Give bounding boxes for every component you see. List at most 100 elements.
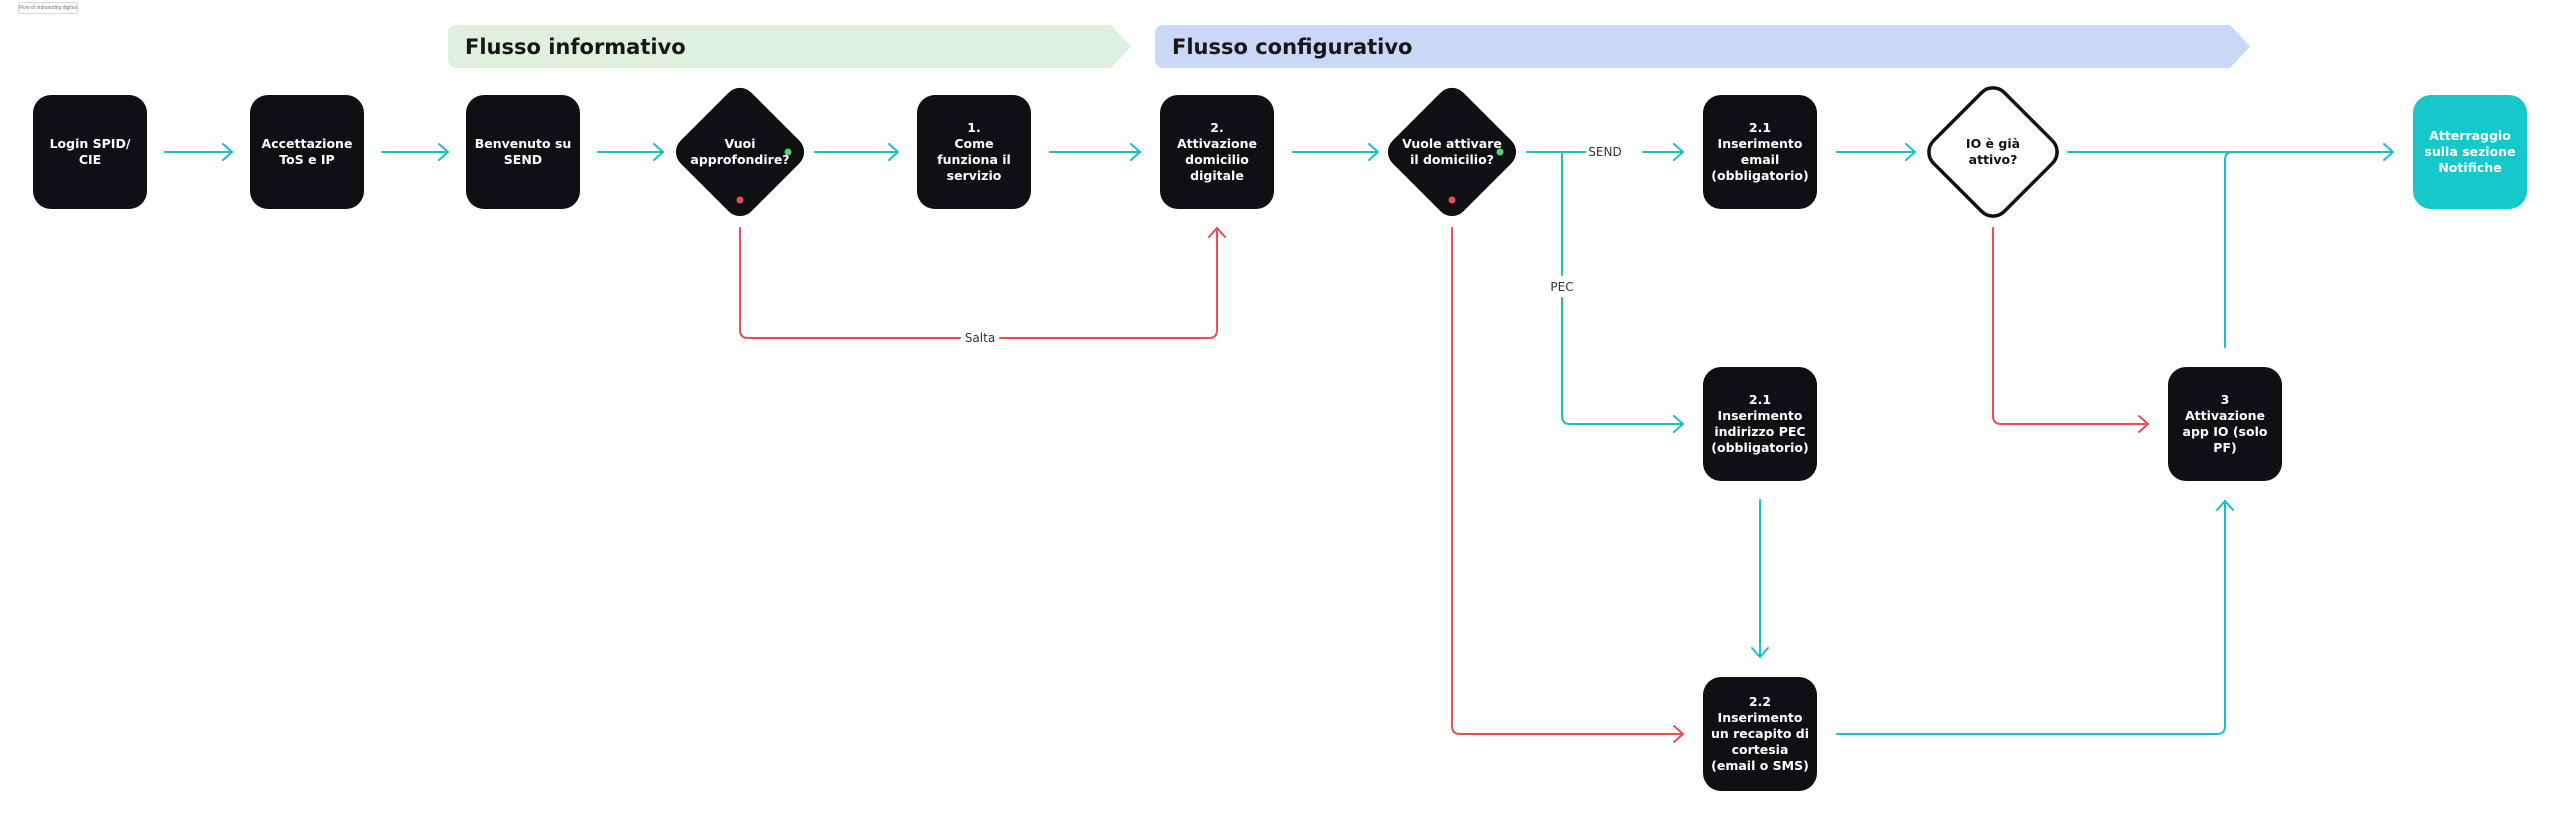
arrowhead	[2216, 500, 2234, 511]
node-label-line: Inserimento	[1718, 136, 1803, 151]
node-label-line: Inserimento	[1718, 710, 1803, 725]
node-label-line: 2.2	[1749, 694, 1771, 709]
node-label-line: email	[1741, 152, 1780, 167]
edge-io-no	[1992, 227, 2149, 425]
node-label-line: Inserimento	[1718, 408, 1803, 423]
node-shape	[1703, 95, 1817, 209]
arrowhead	[2138, 415, 2149, 433]
node-label: Login SPID/CIE	[50, 136, 131, 167]
node-label-line: (email o SMS)	[1711, 758, 1809, 773]
edge-skip	[739, 227, 1218, 339]
banner-config-title: Flusso configurativo	[1172, 34, 1413, 59]
node-label-line: domicilio	[1185, 152, 1249, 167]
arrowhead	[438, 143, 449, 161]
node-label-line: 2.1	[1749, 392, 1771, 407]
arrowhead	[1673, 725, 1684, 743]
node-label-line: SEND	[504, 152, 542, 167]
arrowhead	[653, 143, 664, 161]
edges-layer	[164, 143, 2394, 743]
node-shape	[1387, 87, 1517, 217]
node-label-line: 1.	[967, 120, 980, 135]
node-shape	[1703, 677, 1817, 791]
node-label-line: Vuole attivare	[1402, 136, 1502, 151]
node-shape	[2168, 367, 2282, 481]
node-label-line: 2.1	[1749, 120, 1771, 135]
arrowhead	[1673, 415, 1684, 433]
node-label-line: attivo?	[1969, 152, 2018, 167]
edge-courtesy-app	[1836, 500, 2226, 735]
node-label-line: IO è già	[1966, 136, 2020, 151]
edge-pec	[1561, 151, 1684, 425]
node-label-line: funziona il	[937, 152, 1011, 167]
node-label-line: Attivazione	[1177, 136, 1257, 151]
node-label-line: approfondire?	[690, 152, 789, 167]
arrowhead	[1368, 143, 1379, 161]
node-label-line: digitale	[1190, 168, 1244, 183]
node-label-line: PF)	[2213, 440, 2236, 455]
node-label-line: Atterraggio	[2429, 128, 2511, 143]
corner-tag: Flow di onboarding digitale	[18, 2, 78, 14]
node-label-line: un recapito di	[1711, 726, 1809, 741]
node-label-line: sulla sezione	[2424, 144, 2515, 159]
node-shape	[466, 95, 580, 209]
no-dot	[1448, 196, 1456, 204]
node-shape	[1160, 95, 1274, 209]
node-label-line: Notifiche	[2438, 160, 2501, 175]
node-label-line: Login SPID/	[50, 136, 131, 151]
node-label-line: (obbligatorio)	[1711, 440, 1808, 455]
node-label-line: Vuoi	[725, 136, 756, 151]
node-label-line: indirizzo PEC	[1714, 424, 1805, 439]
edge-app-landing	[2224, 151, 2234, 348]
arrowhead	[888, 143, 899, 161]
node-login: Login SPID/CIE	[33, 95, 147, 209]
node-label-line: (obbligatorio)	[1711, 168, 1808, 183]
node-label-line: 3	[2221, 392, 2230, 407]
banner-flusso-informativo: Flusso informativo	[448, 25, 1131, 68]
node-label-line: CIE	[79, 152, 101, 167]
node-shape	[675, 87, 805, 217]
yes-dot	[784, 148, 792, 156]
edge-label-send: SEND	[1588, 145, 1621, 159]
yes-dot	[1496, 148, 1504, 156]
banner-info-title: Flusso informativo	[465, 34, 686, 59]
node-label-line: 2.	[1210, 120, 1223, 135]
node-shape	[917, 95, 1031, 209]
node-shape	[1703, 367, 1817, 481]
node-label-line: Accettazione	[262, 136, 353, 151]
arrowhead	[2383, 143, 2394, 161]
no-dot	[736, 196, 744, 204]
arrowhead	[1130, 143, 1141, 161]
edge-want-no	[1451, 227, 1684, 735]
node-shape	[250, 95, 364, 209]
node-label-line: Come	[954, 136, 993, 151]
node-label-line: app IO (solo	[2183, 424, 2268, 439]
edge-label-pec: PEC	[1550, 280, 1573, 294]
arrowhead	[1905, 143, 1916, 161]
banner-flusso-configurativo: Flusso configurativo	[1155, 25, 2250, 68]
node-shape	[2413, 95, 2527, 209]
node-shape	[33, 95, 147, 209]
